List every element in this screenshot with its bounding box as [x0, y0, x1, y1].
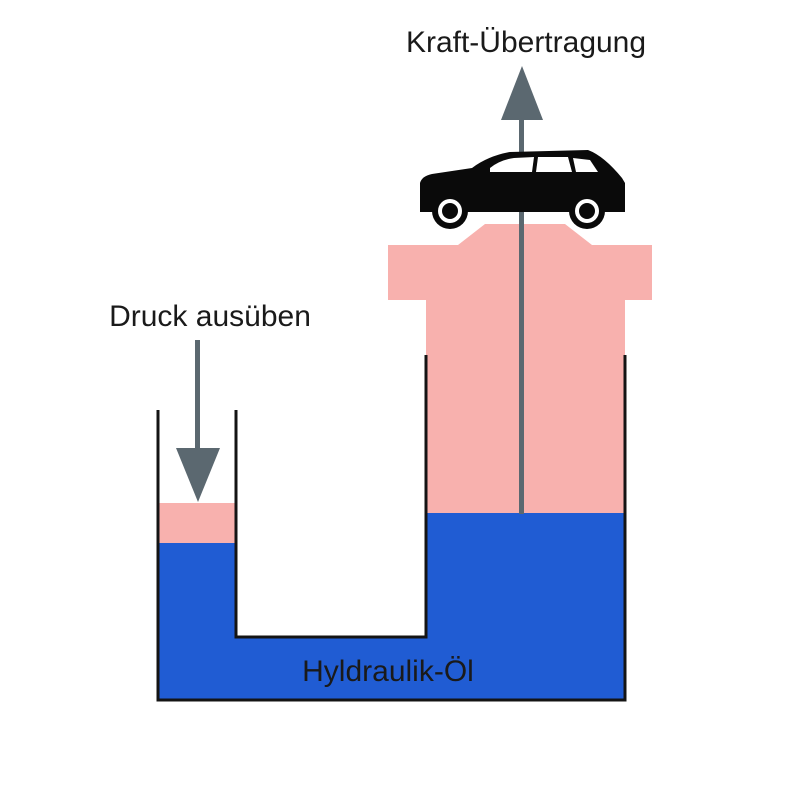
car-icon [420, 150, 625, 229]
arrow-down-icon [176, 340, 220, 502]
container-wall [156, 355, 627, 702]
hydraulic-oil-label: Hyldraulik-Öl [302, 655, 474, 688]
hydraulic-oil [158, 513, 625, 700]
apply-pressure-label: Druck ausüben [109, 300, 311, 333]
small-piston [158, 503, 236, 543]
container-inner-wall [234, 355, 428, 639]
arrow-up-icon [501, 66, 543, 514]
force-transfer-label: Kraft-Übertragung [406, 26, 646, 59]
